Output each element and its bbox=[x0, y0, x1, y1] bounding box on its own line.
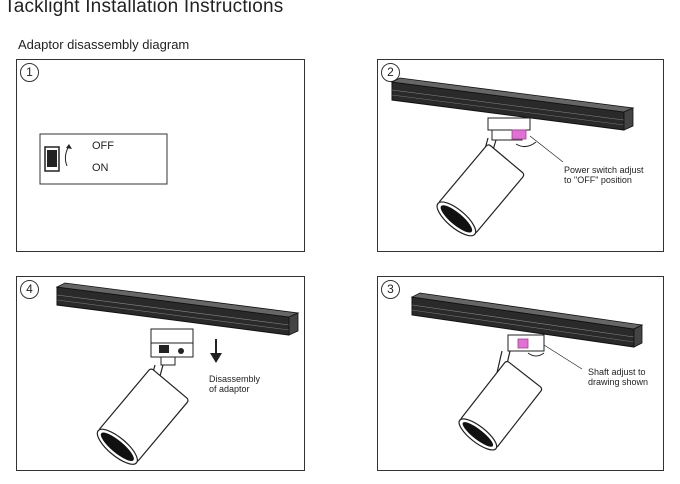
off-label: OFF bbox=[92, 140, 114, 152]
track-rail-end bbox=[288, 312, 299, 336]
shaft-caption-line-1: Shaft adjust to bbox=[588, 367, 646, 377]
adaptor-slot bbox=[159, 345, 169, 353]
panel-step-3: 3 Shaft adjust to drawing shown bbox=[377, 276, 664, 471]
leader-line bbox=[529, 135, 564, 163]
switch-arrow-head bbox=[66, 144, 72, 149]
switch-rocker bbox=[47, 150, 57, 167]
step-number-badge: 2 bbox=[381, 63, 400, 82]
lamp-body bbox=[96, 368, 189, 465]
on-label: ON bbox=[92, 162, 109, 174]
power-switch-highlight bbox=[511, 129, 527, 140]
switch-diagram bbox=[39, 133, 168, 185]
rotate-arrow bbox=[527, 352, 545, 357]
rotate-arrow bbox=[515, 141, 537, 148]
lamp-body bbox=[458, 360, 543, 451]
step-number-badge: 3 bbox=[381, 280, 400, 299]
adaptor-body bbox=[487, 117, 531, 131]
step-number-badge: 4 bbox=[20, 280, 39, 299]
step-number-badge: 1 bbox=[20, 63, 39, 82]
adaptor-base bbox=[150, 342, 194, 358]
disassembly-caption-line-1: Disassembly bbox=[209, 374, 261, 384]
track-rail-end bbox=[633, 324, 643, 348]
shaft-caption-line-2: drawing shown bbox=[588, 377, 649, 387]
panel-step-2: 2 Power switch adjust to "OFF" position bbox=[377, 59, 664, 252]
page-subtitle: Adaptor disassembly diagram bbox=[18, 37, 190, 52]
track-rail-groove bbox=[56, 294, 290, 326]
adaptor-knob bbox=[178, 348, 184, 354]
panel-step-1: 1 OFF ON bbox=[16, 59, 305, 252]
leader-line bbox=[543, 344, 583, 370]
track-light-diagram bbox=[390, 77, 635, 237]
power-switch-caption-line-1: Power switch adjust bbox=[564, 165, 644, 175]
track-rail-groove bbox=[411, 309, 635, 343]
track-rail-end bbox=[623, 107, 634, 131]
adaptor-body bbox=[150, 328, 194, 344]
track-rail-groove bbox=[391, 94, 625, 126]
track-rail-groove bbox=[56, 299, 290, 331]
track-rail-groove bbox=[391, 89, 625, 121]
down-arrow-head bbox=[210, 353, 222, 363]
adaptor-stem bbox=[160, 356, 176, 366]
power-switch-caption-line-2: to "OFF" position bbox=[564, 175, 632, 185]
switch-box bbox=[39, 133, 168, 185]
track-light-diagram bbox=[55, 282, 300, 465]
shaft-highlight bbox=[517, 338, 529, 349]
track-light-diagram bbox=[410, 292, 644, 451]
panel-step-4: 4 Disassembly of adaptor bbox=[16, 276, 305, 471]
disassembly-caption-line-2: of adaptor bbox=[209, 384, 250, 394]
lamp-body bbox=[436, 144, 525, 237]
track-rail-groove bbox=[411, 304, 635, 338]
page-title: Tacklight Installation Instructions bbox=[4, 0, 284, 17]
